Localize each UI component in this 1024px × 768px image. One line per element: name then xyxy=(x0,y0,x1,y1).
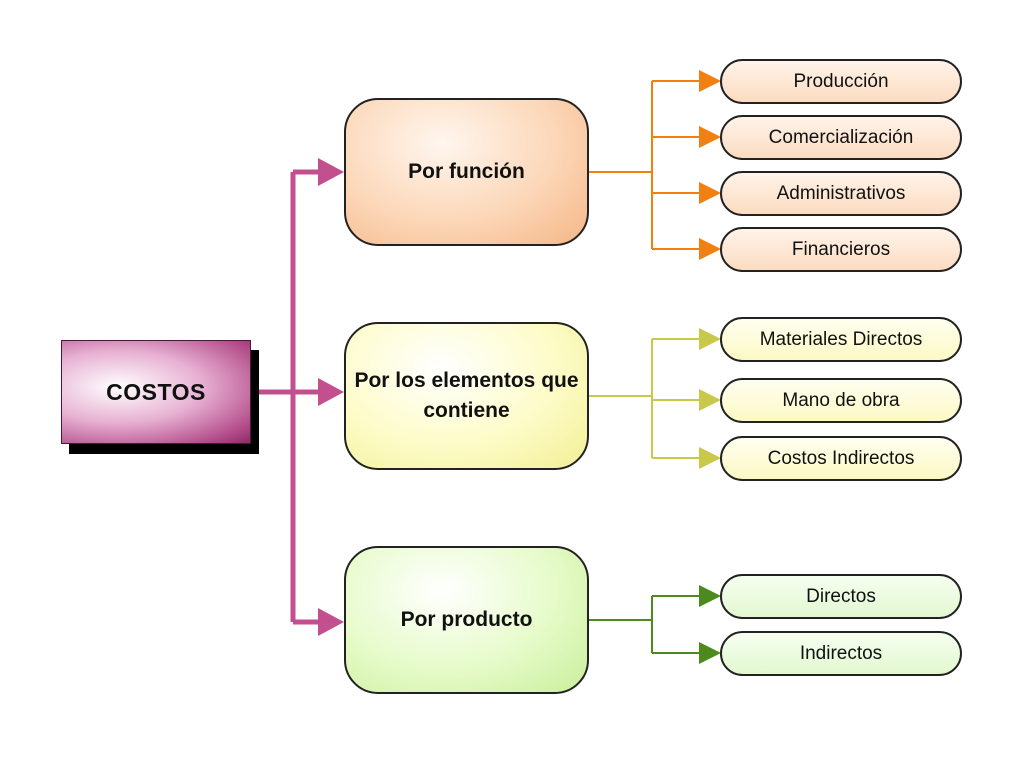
category-node-funcion: Por función xyxy=(344,98,589,246)
category-label: Por los elementos que contiene xyxy=(354,368,579,422)
branch-arrowhead xyxy=(699,447,721,469)
branch-arrowhead xyxy=(699,642,721,664)
leaf-node: Producción xyxy=(720,59,962,104)
branch-arrowhead xyxy=(699,328,721,350)
leaf-node: Costos Indirectos xyxy=(720,436,962,481)
leaf-node: Comercialización xyxy=(720,115,962,160)
category-label: Por función xyxy=(408,159,525,183)
category-label: Por producto xyxy=(400,607,533,631)
leaf-node: Mano de obra xyxy=(720,378,962,423)
leaf-node: Indirectos xyxy=(720,631,962,676)
root-arrowhead xyxy=(318,608,344,636)
leaf-node: Directos xyxy=(720,574,962,619)
leaf-node: Financieros xyxy=(720,227,962,272)
branch-arrowhead xyxy=(699,238,721,260)
leaf-node: Administrativos xyxy=(720,171,962,216)
branch-arrowhead xyxy=(699,126,721,148)
branch-arrowhead xyxy=(699,182,721,204)
branch-arrowhead xyxy=(699,389,721,411)
branch-arrowhead xyxy=(699,70,721,92)
branch-arrowhead xyxy=(699,585,721,607)
category-node-elementos: Por los elementos que contiene xyxy=(344,322,589,470)
root-label: COSTOS xyxy=(106,378,206,405)
root-arrowhead xyxy=(318,378,344,406)
root-arrowhead xyxy=(318,158,344,186)
category-node-producto: Por producto xyxy=(344,546,589,694)
root-node-costos: COSTOS xyxy=(61,340,251,444)
leaf-node: Materiales Directos xyxy=(720,317,962,362)
